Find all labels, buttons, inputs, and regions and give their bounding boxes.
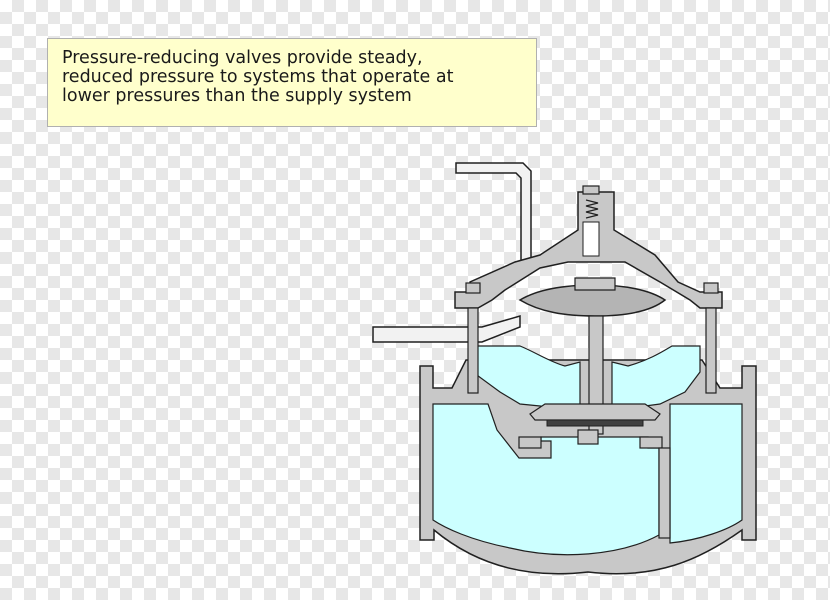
disc-holder [529,403,661,421]
caption-line-1: Pressure-reducing valves provide steady, [62,48,423,68]
body-partition [658,447,671,539]
diaphragm [518,284,667,317]
seat-disc [546,419,644,427]
seat-ring-left [518,436,542,449]
pilot-tube-side [372,315,521,343]
spring-cap [582,185,600,195]
bolt-right-head [703,282,719,294]
caption-line-3: lower pressures than the supply system [62,86,412,106]
pilot-chamber [582,221,600,257]
bolt-right-shaft [705,307,717,394]
bolt-left-head [465,282,481,294]
diaphragm-hub [574,277,616,291]
bolt-left-shaft [467,307,479,394]
pilot-tube-top [455,162,532,263]
upper-water [469,345,701,409]
caption-line-2: reduced pressure to systems that operate… [62,67,454,87]
spring [585,199,599,219]
seat-ring-right [639,436,663,449]
valve-diagram [372,162,757,575]
caption-box: Pressure-reducing valves provide steady,… [47,38,537,127]
stem-nut [577,429,599,445]
